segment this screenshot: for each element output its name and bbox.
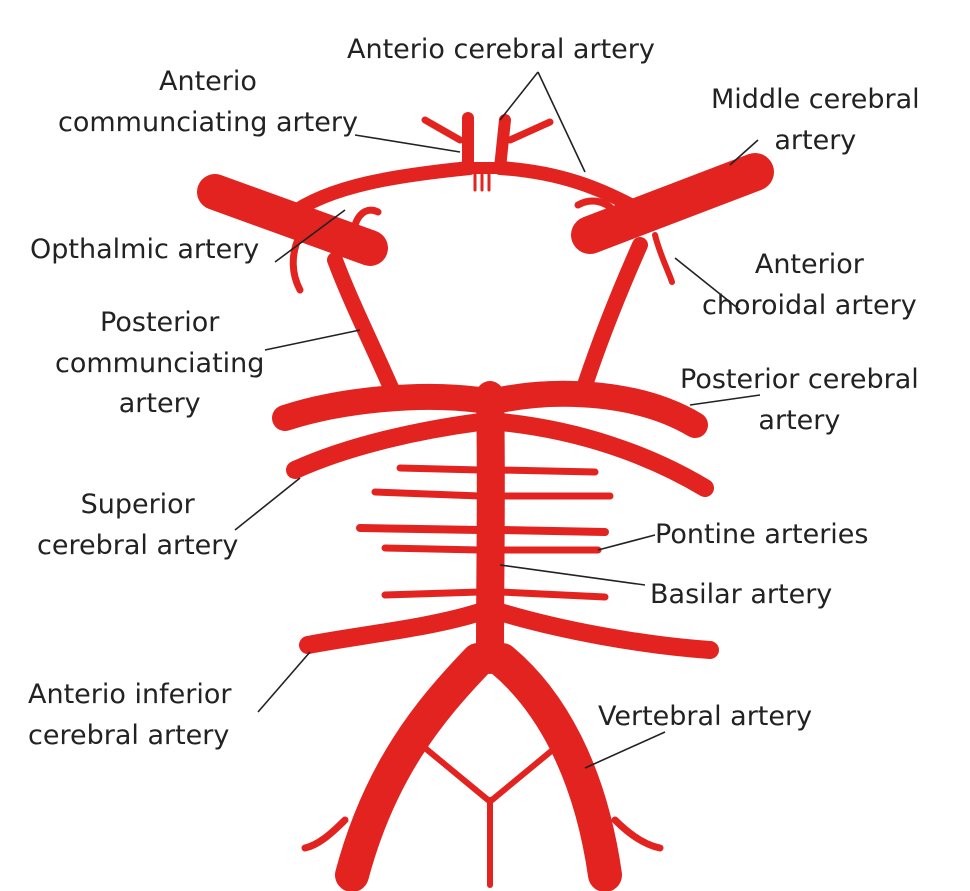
anterior-choroidal-branch — [655, 235, 672, 282]
pontine-r3 — [500, 530, 605, 532]
label-text: Basilar artery — [650, 575, 832, 616]
label-superior-cerebral-artery: Superior cerebral artery — [37, 485, 238, 566]
label-line: Anterior — [702, 245, 917, 286]
label-text: Vertebral artery — [598, 697, 812, 738]
right-vertebral-twig — [615, 820, 660, 848]
label-text: Anterio cerebral artery — [347, 30, 655, 71]
right-anterior-inferior-cerebral — [500, 612, 710, 650]
leader-basilar — [500, 565, 645, 585]
pontine-l3 — [360, 528, 480, 530]
right-spinal-branch — [492, 748, 555, 800]
label-ophthalmic-artery: Opthalmic artery — [30, 230, 259, 271]
left-curl-branch — [355, 210, 378, 225]
left-vertebral-twig — [305, 820, 345, 848]
pontine-l4 — [385, 548, 480, 550]
left-acb-branch — [425, 120, 460, 140]
label-line: cerebral artery — [28, 716, 231, 757]
label-vertebral-artery: Vertebral artery — [598, 697, 812, 738]
leader-superior-cerebral — [235, 478, 300, 530]
label-line: artery — [55, 384, 264, 425]
left-anterior-cerebral-segment — [290, 168, 470, 215]
left-vertebral — [352, 660, 478, 875]
left-posterior-communicating — [335, 260, 392, 390]
right-vertebral — [502, 660, 605, 875]
label-line: Middle cerebral — [711, 80, 920, 121]
label-pontine-arteries: Pontine arteries — [655, 515, 868, 556]
pontine-r1 — [500, 470, 595, 472]
pontine-r5 — [500, 592, 605, 597]
right-curl-branch — [578, 201, 615, 212]
label-text: Opthalmic artery — [30, 230, 259, 271]
left-posterior-cerebral — [285, 397, 480, 418]
leader-anterior-communicating — [355, 135, 460, 152]
leader-anterior-cerebral-left — [500, 72, 538, 120]
label-line: Anterio inferior — [28, 675, 231, 716]
label-anterior-choroidal-artery: Anterior choroidal artery — [702, 245, 917, 326]
leader-posterior-communicating — [265, 330, 360, 350]
right-anterior-cerebral-segment — [500, 168, 640, 210]
label-line: Posterior — [55, 303, 264, 344]
label-middle-cerebral-artery: Middle cerebral artery — [711, 80, 920, 161]
left-anterior-inferior-cerebral — [308, 612, 480, 645]
label-line: artery — [711, 121, 920, 162]
right-superior-cerebral — [500, 422, 705, 488]
label-anterior-cerebral-artery: Anterio cerebral artery — [347, 30, 655, 71]
right-posterior-communicating — [585, 245, 640, 385]
label-posterior-communicating-artery: Posterior communciating artery — [55, 303, 264, 425]
pontine-l5 — [385, 592, 480, 595]
label-basilar-artery: Basilar artery — [650, 575, 832, 616]
label-posterior-cerebral-artery: Posterior cerebral artery — [680, 360, 919, 441]
basilar-trunk — [490, 395, 491, 660]
label-line: communciating artery — [58, 103, 358, 144]
right-acb-branch — [510, 122, 550, 140]
label-line: cerebral artery — [37, 526, 238, 567]
left-spinal-branch — [425, 748, 488, 800]
label-line: choroidal artery — [702, 286, 917, 327]
pontine-l2 — [375, 492, 480, 496]
left-superior-cerebral — [295, 422, 480, 470]
leader-anterior-inferior-cerebral — [258, 652, 310, 712]
label-line: Posterior cerebral — [680, 360, 919, 401]
label-anterior-communicating-artery: Anterio communciating artery — [58, 62, 358, 143]
pontine-l1 — [400, 468, 480, 470]
right-anterior-cerebral-stem — [500, 120, 505, 168]
label-text: Pontine arteries — [655, 515, 868, 556]
label-line: Superior — [37, 485, 238, 526]
label-line: artery — [680, 401, 919, 442]
label-line: communciating — [55, 344, 264, 385]
label-line: Anterio — [58, 62, 358, 103]
label-anterior-inferior-cerebral-artery: Anterio inferior cerebral artery — [28, 675, 231, 756]
leader-pontine — [598, 535, 655, 550]
